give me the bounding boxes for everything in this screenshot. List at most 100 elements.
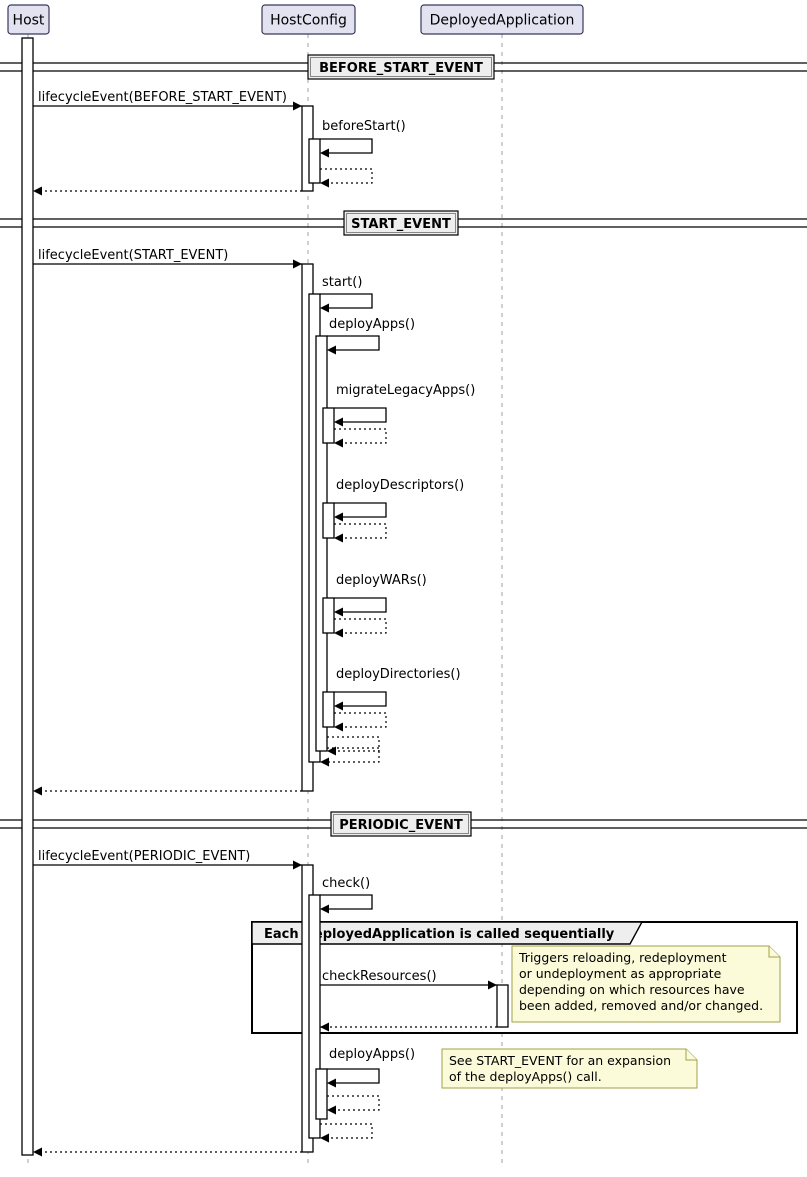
activation-bar-hc-deployapps	[315, 335, 328, 752]
activation-bar-hc-directories	[322, 691, 335, 728]
message-label: checkResources()	[322, 969, 437, 984]
participant-hostconfig[interactable]: HostConfig	[261, 4, 356, 35]
message-label: deployWARs()	[336, 573, 427, 588]
participant-box[interactable]	[420, 4, 584, 35]
self-message-arrowhead	[334, 512, 343, 522]
note-fold-corner	[685, 1049, 697, 1061]
message-arrowhead	[33, 786, 42, 796]
message-label: deployApps()	[329, 317, 415, 332]
message-arrowhead	[293, 860, 302, 870]
divider-0: BEFORE_START_EVENT	[0, 54, 807, 80]
self-return-line	[334, 523, 387, 539]
self-message-arrowhead	[320, 303, 329, 313]
message-6: deployApps()	[327, 317, 415, 355]
self-message-line	[327, 335, 380, 351]
self-message-line	[334, 691, 387, 707]
self-return-arrowhead	[320, 178, 329, 188]
participant-box[interactable]	[7, 4, 50, 35]
participant-host[interactable]: Host	[7, 4, 50, 35]
message-arrowhead	[293, 259, 302, 269]
note-line: been added, removed and/or changed.	[519, 998, 763, 1013]
message-arrowhead	[293, 101, 302, 111]
self-return-arrowhead	[320, 1133, 329, 1143]
self-return-arrowhead	[334, 438, 343, 448]
dividers-layer: BEFORE_START_EVENTSTART_EVENTPERIODIC_EV…	[0, 54, 807, 837]
participant-box[interactable]	[261, 4, 356, 35]
activation-bar-da-checkres	[496, 984, 509, 1028]
self-message-arrowhead	[327, 1078, 336, 1088]
participant-label: HostConfig	[270, 13, 347, 29]
message-13: deployDirectories()	[334, 667, 461, 711]
message-label: deployApps()	[329, 1047, 415, 1062]
self-message-line	[334, 407, 387, 423]
activation-bar-hc-wars	[322, 597, 335, 634]
self-return-arrowhead	[334, 628, 343, 638]
divider-box-inner	[310, 57, 492, 77]
note-fold-corner	[768, 946, 780, 958]
self-message-line	[334, 597, 387, 613]
message-arrowhead	[320, 1022, 329, 1032]
message-label: start()	[322, 275, 362, 290]
message-label: check()	[322, 876, 370, 891]
participant-deployedapp[interactable]: DeployedApplication	[420, 4, 584, 35]
self-return-line	[327, 1095, 380, 1111]
participant-label: DeployedApplication	[430, 13, 575, 29]
note-body	[441, 1048, 698, 1089]
divider-box-inner	[346, 213, 456, 233]
messages-layer: lifecycleEvent(BEFORE_START_EVENT)before…	[33, 90, 497, 1157]
self-return-line	[320, 168, 373, 184]
message-label: migrateLegacyApps()	[336, 383, 475, 398]
self-message-line	[334, 502, 387, 518]
lifelines-layer	[27, 34, 503, 1167]
message-8	[334, 428, 387, 448]
self-return-arrowhead	[334, 722, 343, 732]
message-20: checkResources()	[320, 969, 497, 990]
self-return-line	[320, 1123, 373, 1139]
self-return-arrowhead	[327, 746, 336, 756]
note-line: depending on which resources have	[519, 982, 745, 997]
message-10	[334, 523, 387, 543]
message-14	[334, 712, 387, 732]
note-line: Triggers reloading, redeployment	[518, 950, 727, 965]
self-message-arrowhead	[320, 148, 329, 158]
message-label: lifecycleEvent(PERIODIC_EVENT)	[38, 849, 250, 864]
message-24	[320, 1123, 373, 1143]
message-0: lifecycleEvent(BEFORE_START_EVENT)	[33, 90, 302, 111]
message-21	[320, 1022, 497, 1032]
participant-label: Host	[13, 13, 45, 29]
self-message-arrowhead	[334, 607, 343, 617]
participants-layer: Host HostConfig DeployedApplication	[7, 4, 584, 35]
message-16	[320, 747, 380, 767]
divider-2: PERIODIC_EVENT	[0, 811, 807, 837]
message-23	[327, 1095, 380, 1115]
message-17	[33, 786, 302, 796]
self-return-line	[327, 747, 380, 763]
note-line: or undeployment as appropriate	[519, 966, 722, 981]
activation-bar-hc-descriptors	[322, 502, 335, 539]
self-return-line	[334, 428, 387, 444]
note-line: of the deployApps() call.	[449, 1069, 602, 1084]
self-return-arrowhead	[334, 533, 343, 543]
message-label: deployDirectories()	[336, 667, 461, 682]
self-message-arrowhead	[334, 701, 343, 711]
message-arrowhead	[33, 186, 42, 196]
self-return-arrowhead	[320, 757, 329, 767]
activations-layer	[21, 37, 509, 1156]
self-return-line	[334, 712, 387, 728]
message-19: check()	[320, 876, 373, 914]
message-1: beforeStart()	[320, 119, 406, 158]
self-message-line	[320, 293, 373, 309]
message-arrowhead	[33, 1147, 42, 1157]
self-message-line	[320, 894, 373, 910]
message-arrowhead	[488, 980, 497, 990]
message-label: lifecycleEvent(START_EVENT)	[38, 248, 228, 263]
message-label: lifecycleEvent(BEFORE_START_EVENT)	[38, 90, 287, 105]
message-label: beforeStart()	[322, 119, 406, 134]
activation-bar-host-main	[21, 37, 34, 1156]
message-15	[327, 736, 380, 756]
